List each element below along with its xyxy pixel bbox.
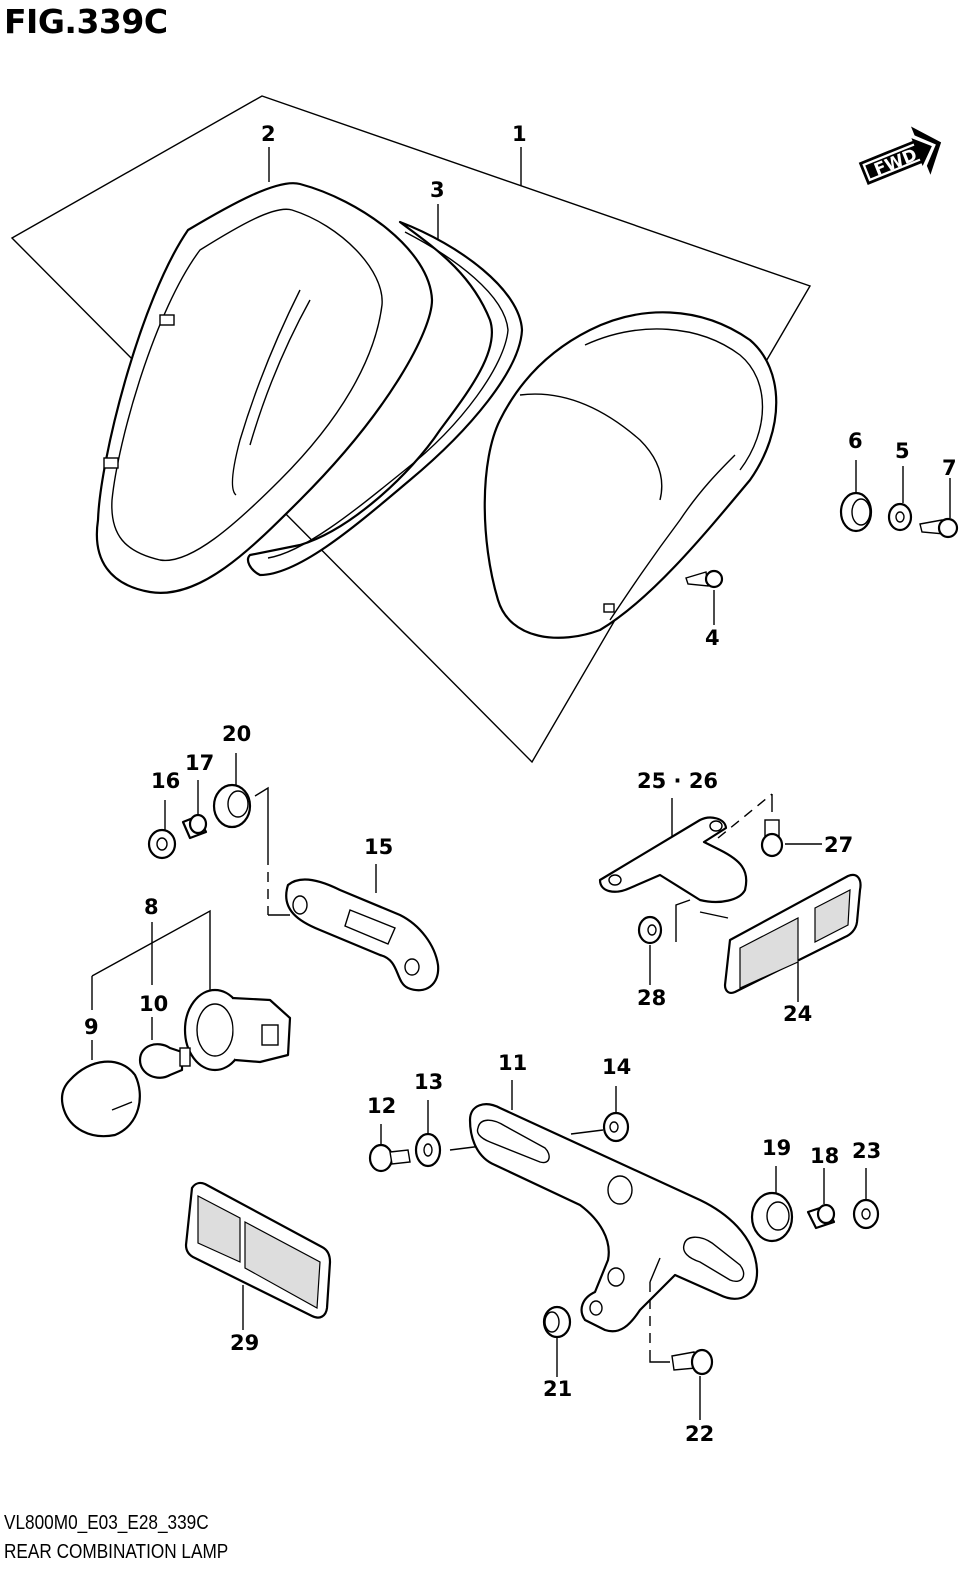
callout-24: 24 <box>783 1002 812 1026</box>
figure-title: FIG.339C <box>4 2 168 41</box>
nut-part-14 <box>602 1111 630 1143</box>
lens-part-9 <box>60 1060 141 1138</box>
callout-15: 15 <box>364 835 393 859</box>
nut-part-23 <box>852 1198 880 1230</box>
callout-23: 23 <box>852 1139 881 1163</box>
grommet-part-20 <box>212 783 252 829</box>
reflector-part-24 <box>723 873 862 994</box>
callout-10: 10 <box>139 992 168 1016</box>
washer-part-13 <box>414 1132 442 1168</box>
callout-21: 21 <box>543 1377 572 1401</box>
bolt-part-12 <box>368 1143 411 1173</box>
grommet-part-6 <box>839 491 873 533</box>
figure-code: VL800M0_E03_E28_339C <box>4 1512 209 1534</box>
callout-3: 3 <box>430 178 445 202</box>
screw-part-7 <box>919 517 959 539</box>
nut-part-28 <box>637 915 663 945</box>
cap-part-21 <box>542 1305 572 1339</box>
callout-13: 13 <box>414 1070 443 1094</box>
callout-28: 28 <box>637 986 666 1010</box>
callout-6: 6 <box>848 429 863 453</box>
callout-19: 19 <box>762 1136 791 1160</box>
gasket-part-3 <box>246 220 524 577</box>
callout-16: 16 <box>151 769 180 793</box>
callout-2: 2 <box>261 122 276 146</box>
callout-17: 17 <box>185 751 214 775</box>
assembly-outline <box>10 95 812 764</box>
bulb-part-10 <box>138 1043 191 1079</box>
callout-9: 9 <box>84 1015 99 1039</box>
figure-name: REAR COMBINATION LAMP <box>4 1541 229 1563</box>
callout-29: 29 <box>230 1331 259 1355</box>
callout-27: 27 <box>824 833 853 857</box>
bracket-part-15 <box>285 878 440 992</box>
screw-part-4 <box>685 569 724 589</box>
callout-7: 7 <box>942 456 957 480</box>
washer-part-5 <box>887 502 913 532</box>
lamp-housing-part-1 <box>483 311 778 639</box>
bracket-part-25-26 <box>598 816 748 904</box>
callout-14: 14 <box>602 1055 631 1079</box>
bolt-part-22 <box>671 1348 714 1376</box>
nut-part-16 <box>147 828 177 860</box>
reflector-part-29 <box>184 1181 332 1319</box>
callout-20: 20 <box>222 722 251 746</box>
callout-4: 4 <box>705 626 720 650</box>
collar-part-17 <box>181 813 208 840</box>
callout-22: 22 <box>685 1422 714 1446</box>
callout-5: 5 <box>895 439 910 463</box>
fwd-arrow-icon: FWD <box>858 126 942 185</box>
socket-part-8 <box>183 988 292 1072</box>
grommet-part-19 <box>750 1191 794 1243</box>
callout-8: 8 <box>144 895 159 919</box>
callout-18: 18 <box>810 1144 839 1168</box>
callout-1: 1 <box>512 122 527 146</box>
lamp-frame-part-2 <box>95 182 434 594</box>
callout-11: 11 <box>498 1051 527 1075</box>
bracket-part-11 <box>468 1103 759 1333</box>
callout-25-26: 25 · 26 <box>637 769 718 793</box>
bolt-part-27 <box>760 819 784 858</box>
callout-12: 12 <box>367 1094 396 1118</box>
collar-part-18 <box>806 1203 836 1230</box>
